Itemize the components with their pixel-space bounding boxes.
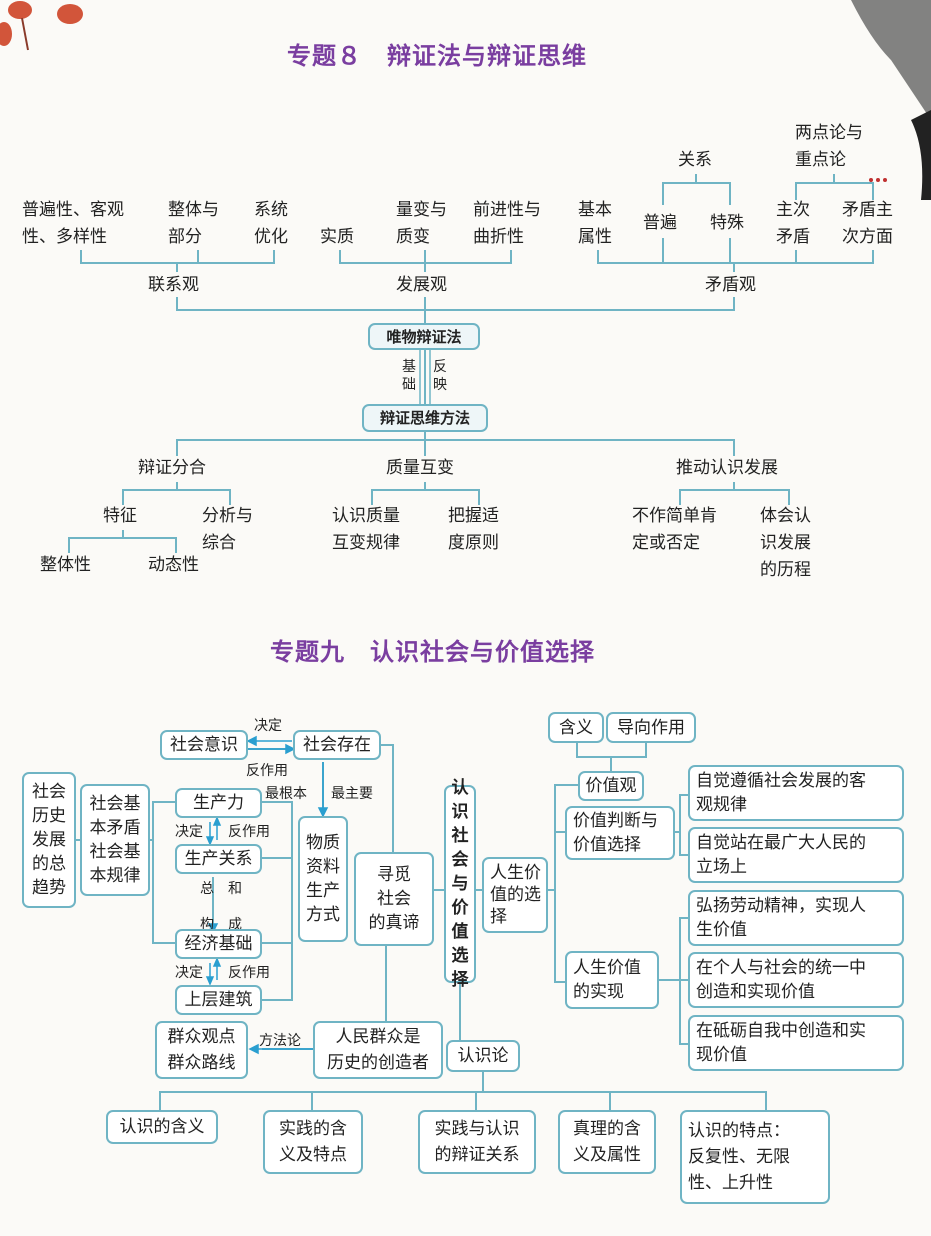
social-existence-box: 社会存在 — [293, 730, 381, 760]
zhiliang-label: 质量互变 — [386, 458, 454, 478]
social-consciousness-box: 社会意识 — [160, 730, 248, 760]
epistemology-child-4: 真理的含 义及属性 — [558, 1110, 656, 1174]
zhiliang-child-1: 认识质量 互变规律 — [332, 506, 400, 553]
masses-view-box: 群众观点 群众路线 — [155, 1021, 248, 1079]
most-fundamental-label: 最根本 — [265, 786, 307, 802]
tuidong-child-2: 体会认 识发展 的历程 — [760, 506, 811, 580]
lianxi-child-1: 普遍性、客观 性、多样性 — [22, 200, 124, 247]
maodun-child-3: 特殊 — [710, 213, 744, 233]
maodun-liangdian: 两点论与 重点论 — [795, 123, 863, 170]
maodun-guanxi: 关系 — [678, 150, 712, 170]
history-trend-box: 社会 历史 发展 的总 趋势 — [22, 772, 76, 908]
topic9-title: 专题九 认识社会与价值选择 — [270, 638, 595, 666]
bianzheng-label: 辩证分合 — [138, 458, 206, 478]
values-box: 价值观 — [578, 771, 644, 801]
pf-decides-label: 决定 — [175, 824, 203, 840]
material-production-box: 物质 资料 生产 方式 — [298, 816, 348, 942]
maodun-child-1: 基本 属性 — [578, 200, 612, 247]
realize-child-1: 弘扬劳动精神，实现人 生价值 — [688, 890, 904, 946]
pf-reacts-label: 反作用 — [228, 824, 270, 840]
center-topic-box: 认 识 社 会 与 价 值 选 择 — [444, 778, 476, 990]
tezheng-child-2: 动态性 — [148, 555, 199, 575]
realize-child-2: 在个人与社会的统一中 创造和实现价值 — [688, 952, 904, 1008]
dialectical-thinking-method: 辩证思维方法 — [362, 404, 488, 432]
value-judgment-box: 价值判断与 价值选择 — [565, 806, 675, 860]
life-value-realize-box: 人生价值 的实现 — [565, 951, 659, 1009]
epistemology-child-3: 实践与认识 的辩证关系 — [418, 1110, 536, 1174]
realize-child-3: 在砥砺自我中创造和实 现价值 — [688, 1015, 904, 1071]
fazhan-child-2: 量变与 质变 — [396, 200, 447, 247]
basic-contradiction-box: 社会基 本矛盾 社会基 本规律 — [80, 784, 150, 896]
judgment-child-2: 自觉站在最广大人民的 立场上 — [688, 827, 904, 883]
maodun-child-2: 普遍 — [643, 213, 677, 233]
maodun-child-5: 矛盾主 次方面 — [842, 200, 893, 247]
production-relations-box: 生产关系 — [175, 844, 262, 874]
link-reflect: 反 映 — [433, 359, 447, 393]
epistemology-child-1: 认识的含义 — [106, 1110, 218, 1144]
epistemology-child-2: 实践的含 义及特点 — [263, 1110, 363, 1174]
core-materialist-dialectics: 唯物辩证法 — [368, 323, 480, 350]
sum-label: 总 和 构 成 — [200, 881, 242, 933]
tuidong-label: 推动认识发展 — [676, 458, 778, 478]
zhiliang-child-2: 把握适 度原则 — [448, 506, 499, 553]
superstructure-box: 上层建筑 — [175, 985, 262, 1015]
tezheng-child-1: 整体性 — [40, 555, 91, 575]
epistemology-child-5: 认识的特点： 反复性、无限 性、上升性 — [680, 1110, 830, 1204]
maodun-label: 矛盾观 — [705, 275, 756, 295]
epistemology-box: 认识论 — [446, 1040, 520, 1072]
life-value-choice-box: 人生价 值的选 择 — [482, 857, 548, 933]
meaning-box: 含义 — [548, 712, 604, 743]
productive-forces-box: 生产力 — [175, 788, 262, 818]
people-creators-box: 人民群众是 历史的创造者 — [313, 1021, 443, 1079]
methodology-label: 方法论 — [259, 1033, 301, 1049]
tuidong-child-1: 不作简单肯 定或否定 — [632, 506, 717, 553]
lianxi-child-3: 系统 优化 — [254, 200, 288, 247]
decides-label: 决定 — [254, 718, 282, 734]
fazhan-child-3: 前进性与 曲折性 — [473, 200, 541, 247]
guiding-role-box: 导向作用 — [606, 712, 696, 743]
eb-decides-label: 决定 — [175, 965, 203, 981]
fazhan-child-1: 实质 — [320, 227, 354, 247]
fazhan-label: 发展观 — [396, 275, 447, 295]
economic-base-box: 经济基础 — [175, 929, 262, 959]
topic8-title: 专题８ 辩证法与辩证思维 — [287, 42, 587, 70]
eb-reacts-label: 反作用 — [228, 965, 270, 981]
lianxi-label: 联系观 — [148, 275, 199, 295]
most-important-label: 最主要 — [331, 786, 373, 802]
reacts-label: 反作用 — [246, 763, 288, 779]
maodun-child-4: 主次 矛盾 — [776, 200, 810, 247]
bianzheng-tezheng: 特征 — [103, 506, 137, 526]
lianxi-child-2: 整体与 部分 — [168, 200, 219, 247]
bianzheng-fenxi: 分析与 综合 — [202, 506, 253, 553]
seek-truth-box: 寻觅 社会 的真谛 — [354, 852, 434, 946]
judgment-child-1: 自觉遵循社会发展的客 观规律 — [688, 765, 904, 821]
link-foundation: 基 础 — [402, 359, 416, 393]
